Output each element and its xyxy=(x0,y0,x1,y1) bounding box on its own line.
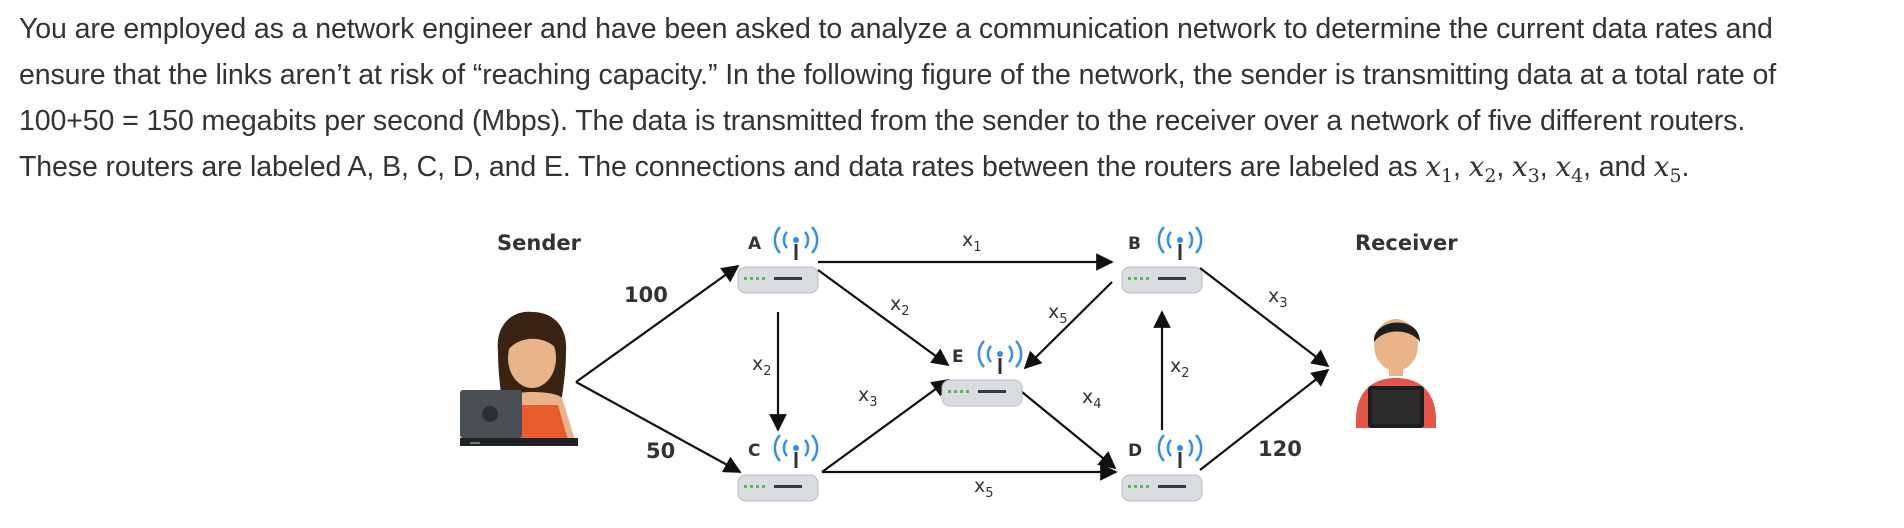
router-a: A xyxy=(737,225,819,294)
problem-line-1: You are employed as a network engineer a… xyxy=(19,13,1773,45)
separator: , xyxy=(1496,151,1513,183)
router-e: E xyxy=(941,339,1023,407)
var-x3: x3 xyxy=(1512,150,1540,187)
edge-label-d-b: x2 xyxy=(1170,355,1190,381)
edge-label-b-receiver: x3 xyxy=(1268,285,1288,311)
edge-e-d xyxy=(1021,391,1117,470)
edge-label-a-b: x1 xyxy=(962,229,982,255)
edges xyxy=(575,253,1330,481)
separator-and: , and xyxy=(1583,151,1654,183)
var-x2: x2 xyxy=(1468,150,1497,187)
router-d: D xyxy=(1121,433,1203,502)
problem-statement: You are employed as a network engineer a… xyxy=(19,6,1889,199)
receiver-person-icon xyxy=(1356,319,1436,428)
edge-label-a-c: x2 xyxy=(752,353,772,379)
router-e-label: E xyxy=(952,347,964,367)
wifi-icon xyxy=(1157,225,1203,262)
router-d-label: D xyxy=(1128,441,1142,461)
var-x4: x4 xyxy=(1555,150,1584,187)
edge-a-e xyxy=(817,269,950,367)
router-a-label: A xyxy=(748,234,762,254)
problem-line-2: ensure that the links aren’t at risk of … xyxy=(19,59,1777,91)
edge-label-c-d: x5 xyxy=(974,475,994,501)
wifi-icon xyxy=(773,225,819,262)
period: . xyxy=(1681,151,1690,183)
edge-b-receiver xyxy=(1199,267,1330,368)
separator: , xyxy=(1453,151,1469,183)
router-c-label: C xyxy=(748,441,760,461)
edge-label-sender-a: 100 xyxy=(624,283,668,307)
wifi-icon xyxy=(773,433,819,470)
edge-sender-c xyxy=(575,381,742,473)
receiver-label: Receiver xyxy=(1355,231,1458,255)
router-b-label: B xyxy=(1128,234,1141,254)
wifi-icon xyxy=(977,339,1023,376)
router-c: C xyxy=(737,433,819,502)
edge-sender-a xyxy=(575,264,740,383)
problem-line-3: 100+50 = 150 megabits per second (Mbps).… xyxy=(19,105,1746,137)
sender-person-icon xyxy=(460,311,578,446)
edge-label-a-e: x2 xyxy=(890,293,910,319)
var-x1: x1 xyxy=(1425,150,1454,187)
problem-line-4: These routers are labeled A, B, C, D, an… xyxy=(19,144,1889,199)
separator: , xyxy=(1539,151,1556,183)
sender-label: Sender xyxy=(497,231,582,255)
router-b: B xyxy=(1121,225,1203,294)
edge-b-e xyxy=(1023,281,1113,370)
wifi-icon xyxy=(1157,433,1203,470)
edge-label-b-e: x5 xyxy=(1048,301,1068,327)
edge-label-sender-c: 50 xyxy=(646,439,675,463)
edge-label-d-receiver: 120 xyxy=(1258,437,1302,461)
edge-c-e xyxy=(821,378,950,473)
edge-d-receiver xyxy=(1199,368,1330,471)
edge-label-c-e: x3 xyxy=(858,384,878,410)
edge-label-e-d: x4 xyxy=(1082,386,1102,412)
var-x5: x5 xyxy=(1653,150,1682,187)
problem-line-4-text: These routers are labeled A, B, C, D, an… xyxy=(19,151,1418,183)
